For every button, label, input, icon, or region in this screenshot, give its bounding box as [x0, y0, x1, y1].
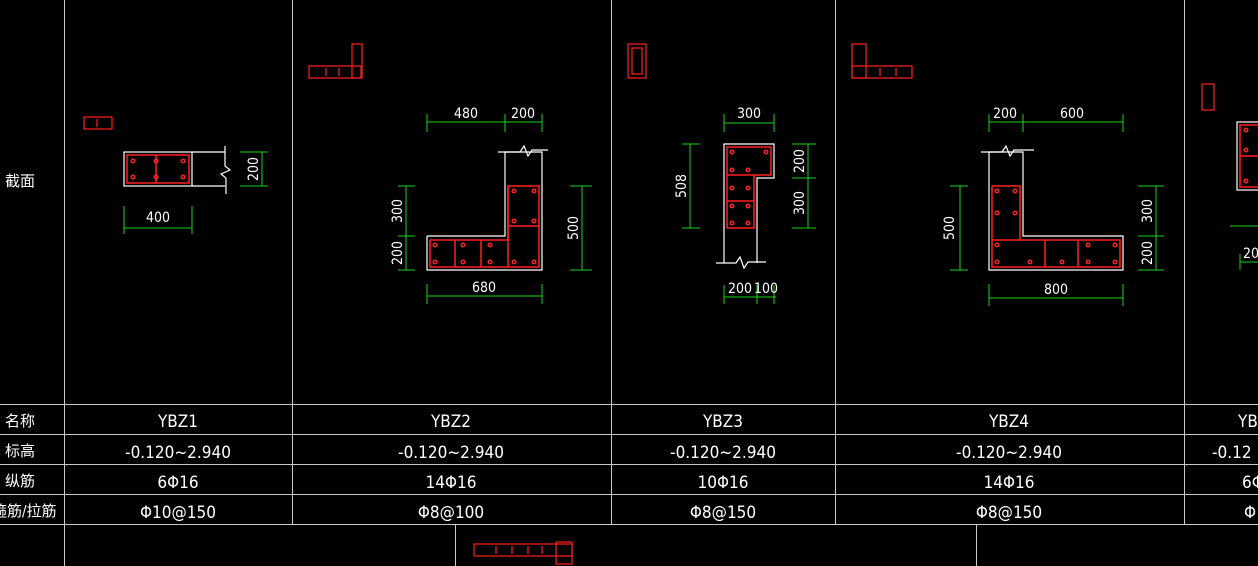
col3-stirrup: Φ8@150 — [690, 503, 756, 523]
ybz3-dim-right-1: 200 — [792, 149, 808, 173]
col1-longitudinal: 6Φ16 — [157, 473, 198, 493]
ybz2-dim-top-2: 200 — [511, 106, 535, 122]
ybz2-dim-left-1: 300 — [390, 199, 406, 223]
col5-name: YB — [1237, 412, 1258, 432]
ybz1-dim-height: 200 — [246, 157, 262, 181]
ybz3-dim-bottom-1: 200 — [728, 281, 752, 297]
col1-name: YBZ1 — [157, 412, 198, 432]
ybz4-dim-right-2: 200 — [1140, 241, 1156, 265]
col1-elevation: -0.120~2.940 — [125, 443, 231, 463]
col4-longitudinal: 14Φ16 — [984, 473, 1035, 493]
col2-longitudinal: 14Φ16 — [426, 473, 477, 493]
col5-stirrup: Φ — [1244, 503, 1256, 523]
col4-elevation: -0.120~2.940 — [956, 443, 1062, 463]
col3-elevation: -0.120~2.940 — [670, 443, 776, 463]
row-label-section: 截面 — [5, 172, 35, 190]
ybz3-dim-right-2: 300 — [792, 191, 808, 215]
ybz2-dim-bottom: 680 — [472, 280, 496, 296]
ybz4-dim-top-1: 200 — [993, 106, 1017, 122]
ybz2-dim-top-1: 480 — [454, 106, 478, 122]
ybz3-dim-left: 508 — [674, 174, 690, 198]
col4-stirrup: Φ8@150 — [976, 503, 1042, 523]
col4-name: YBZ4 — [988, 412, 1029, 432]
row-label-longitudinal: 纵筋 — [5, 472, 35, 490]
section-ybz4: 200 600 500 300 200 800 — [942, 106, 1164, 306]
ybz2-dim-left-2: 200 — [390, 241, 406, 265]
table-cells: YBZ1 -0.120~2.940 6Φ16 Φ10@150 YBZ2 -0.1… — [125, 412, 1258, 523]
section-ybz3: 300 508 200 300 200 100 — [674, 106, 816, 304]
col1-stirrup: Φ10@150 — [140, 503, 216, 523]
section-ybz5-partial: 20 — [1230, 121, 1258, 270]
ybz2-dim-right: 500 — [566, 216, 582, 240]
col5-elevation: -0.12 — [1212, 443, 1252, 463]
ybz4-dim-left: 500 — [942, 216, 958, 240]
col2-name: YBZ2 — [430, 412, 471, 432]
row-label-elevation: 标高 — [5, 442, 35, 460]
ybz4-dim-right-1: 300 — [1140, 199, 1156, 223]
col5-longitudinal: 6Φ — [1242, 473, 1258, 493]
section-ybz2: 480 200 300 200 500 680 — [390, 106, 592, 304]
row-label-stirrup: 箍筋/拉筋 — [0, 502, 57, 520]
col3-name: YBZ3 — [702, 412, 743, 432]
ybz4-dim-bottom: 800 — [1044, 282, 1068, 298]
row-labels: 截面 名称 标高 纵筋 箍筋/拉筋 — [0, 172, 57, 520]
col2-elevation: -0.120~2.940 — [398, 443, 504, 463]
col3-longitudinal: 10Φ16 — [698, 473, 749, 493]
section-ybz1: 400 200 — [123, 146, 268, 234]
ybz4-dim-top-2: 600 — [1060, 106, 1084, 122]
col2-stirrup: Φ8@100 — [418, 503, 484, 523]
row-label-name: 名称 — [5, 412, 35, 430]
stirrup-symbols — [83, 43, 1215, 565]
ybz5-dim-bottom: 20 — [1243, 246, 1258, 262]
ybz3-dim-top: 300 — [737, 106, 761, 122]
ybz3-dim-bottom-2: 100 — [754, 281, 778, 297]
ybz1-dim-width: 400 — [146, 210, 170, 226]
